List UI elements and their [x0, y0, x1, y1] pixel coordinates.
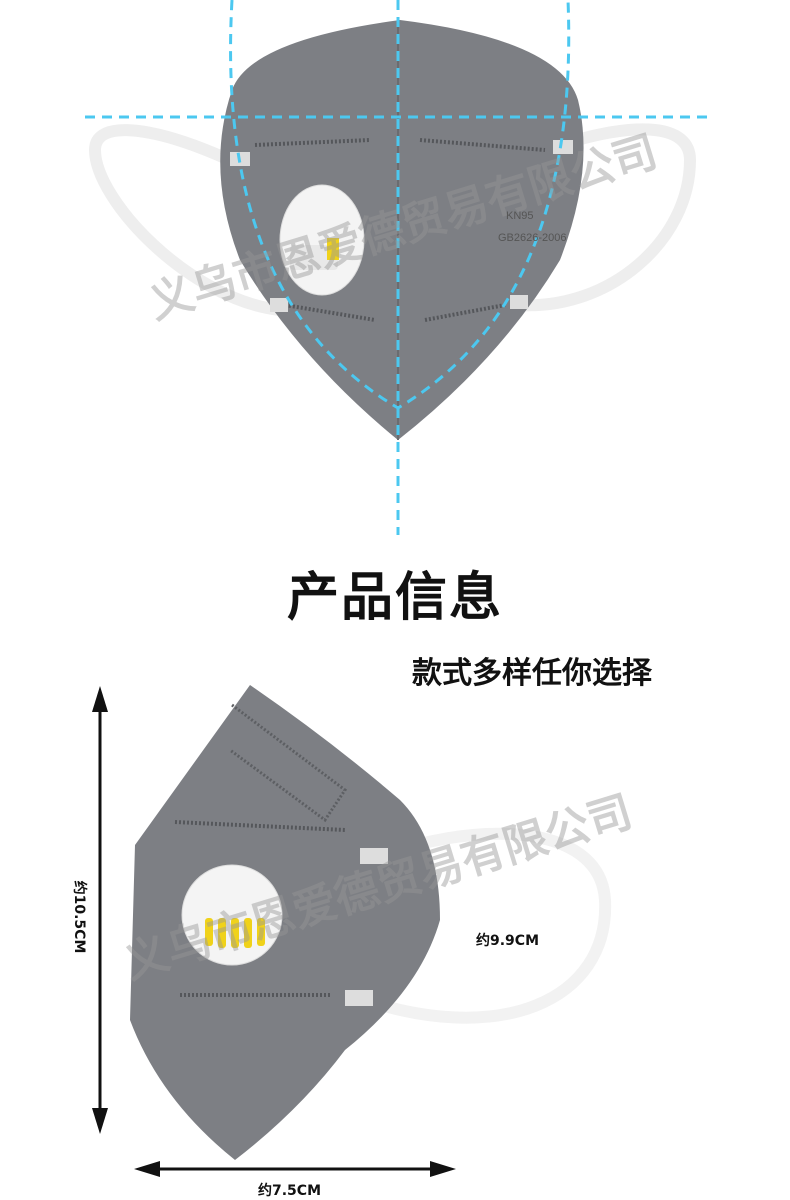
ear-loop — [344, 827, 612, 1024]
height-arrow — [92, 686, 108, 1134]
mask-side-body — [130, 685, 440, 1160]
mask-print-code: GB2626-2006 — [498, 232, 567, 244]
mask-front-illustration — [85, 0, 710, 535]
height-label: 约10.5CM — [71, 880, 87, 954]
mask-body — [220, 20, 584, 440]
ear-loop-right — [514, 123, 697, 312]
width-label: 约7.5CM — [258, 1183, 322, 1199]
mask-print-standard: KN95 — [506, 210, 534, 222]
ear-loop-left — [88, 124, 286, 316]
section-title: 产品信息 — [286, 568, 503, 628]
width-arrow — [134, 1161, 456, 1177]
strap-length-label: 约9.9CM — [476, 933, 540, 949]
subtitle: 款式多样任你选择 — [412, 656, 652, 691]
